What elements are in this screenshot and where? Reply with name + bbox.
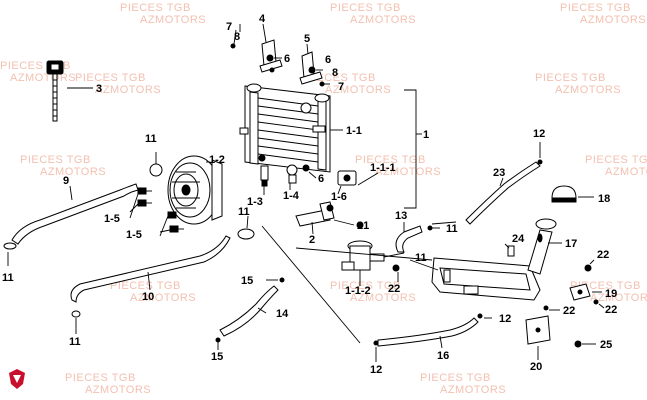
label-2: 2 (309, 234, 315, 246)
label-1: 1 (423, 129, 429, 141)
bracket-19-part (569, 283, 591, 301)
label-6-b: 6 (325, 54, 331, 66)
label-7-a: 7 (226, 21, 232, 33)
part-labels: 1 1-1 1-1-1 1-1-2 1-2 1-3 1-4 1-5 1-5 1-… (2, 13, 617, 376)
label-11-e: 11 (446, 223, 458, 235)
label-7-b: 7 (338, 81, 344, 93)
label-11-b: 11 (2, 272, 14, 284)
label-18: 18 (598, 193, 610, 205)
label-11-a: 11 (145, 133, 157, 145)
label-21: 21 (357, 220, 369, 232)
label-22-b: 22 (597, 249, 609, 261)
cable-tie-part (46, 60, 64, 122)
radiator-cap-part (337, 170, 357, 186)
label-12-c: 12 (370, 364, 382, 376)
label-15-b: 15 (211, 351, 223, 363)
label-8-a: 8 (234, 31, 240, 43)
label-22-c: 22 (563, 305, 575, 317)
label-11-c: 11 (69, 336, 81, 348)
label-11-f: 11 (415, 252, 427, 264)
label-17: 17 (565, 238, 577, 250)
filler-neck-part (527, 218, 557, 275)
label-12-b: 12 (499, 313, 511, 325)
label-13: 13 (395, 210, 407, 222)
thermostat-housing-part (341, 240, 385, 271)
label-16: 16 (437, 350, 449, 362)
label-1-1-1: 1-1-1 (370, 162, 396, 174)
label-19: 19 (605, 288, 617, 300)
radiator-part (239, 83, 331, 173)
label-3: 3 (96, 83, 102, 95)
label-1-5-b: 1-5 (126, 229, 142, 241)
label-1-6: 1-6 (331, 191, 347, 203)
bracket-20-part (525, 315, 551, 345)
cooling-fan-part (167, 155, 223, 225)
label-14: 14 (276, 308, 289, 320)
brand-shield-logo (9, 369, 25, 389)
coolant-reservoir-part (431, 257, 541, 301)
reservoir-cap-part (551, 185, 577, 203)
sensor-1-3-part (260, 165, 269, 187)
label-1-4: 1-4 (283, 190, 300, 202)
label-24: 24 (512, 233, 525, 245)
label-1-1: 1-1 (346, 125, 362, 137)
label-20: 20 (530, 361, 542, 373)
label-1-3: 1-3 (247, 196, 263, 208)
label-10: 10 (142, 291, 154, 303)
label-1-5-a: 1-5 (104, 213, 120, 225)
label-11-d: 11 (238, 206, 250, 218)
label-9: 9 (63, 175, 69, 187)
label-23: 23 (493, 167, 505, 179)
label-6-a: 6 (284, 53, 290, 65)
label-1-1-2: 1-1-2 (345, 285, 371, 297)
label-22-d: 22 (605, 304, 617, 316)
screw-1-5-part (137, 187, 184, 233)
label-22-a: 22 (388, 283, 400, 295)
label-12-a: 12 (533, 128, 545, 140)
label-15-a: 15 (241, 275, 253, 287)
sensor-1-4-part (286, 164, 298, 184)
label-6-c: 6 (318, 173, 324, 185)
label-5: 5 (304, 33, 310, 45)
label-25: 25 (600, 339, 612, 351)
label-4: 4 (259, 13, 266, 25)
label-8-b: 8 (332, 67, 338, 79)
label-1-2: 1-2 (209, 154, 225, 166)
